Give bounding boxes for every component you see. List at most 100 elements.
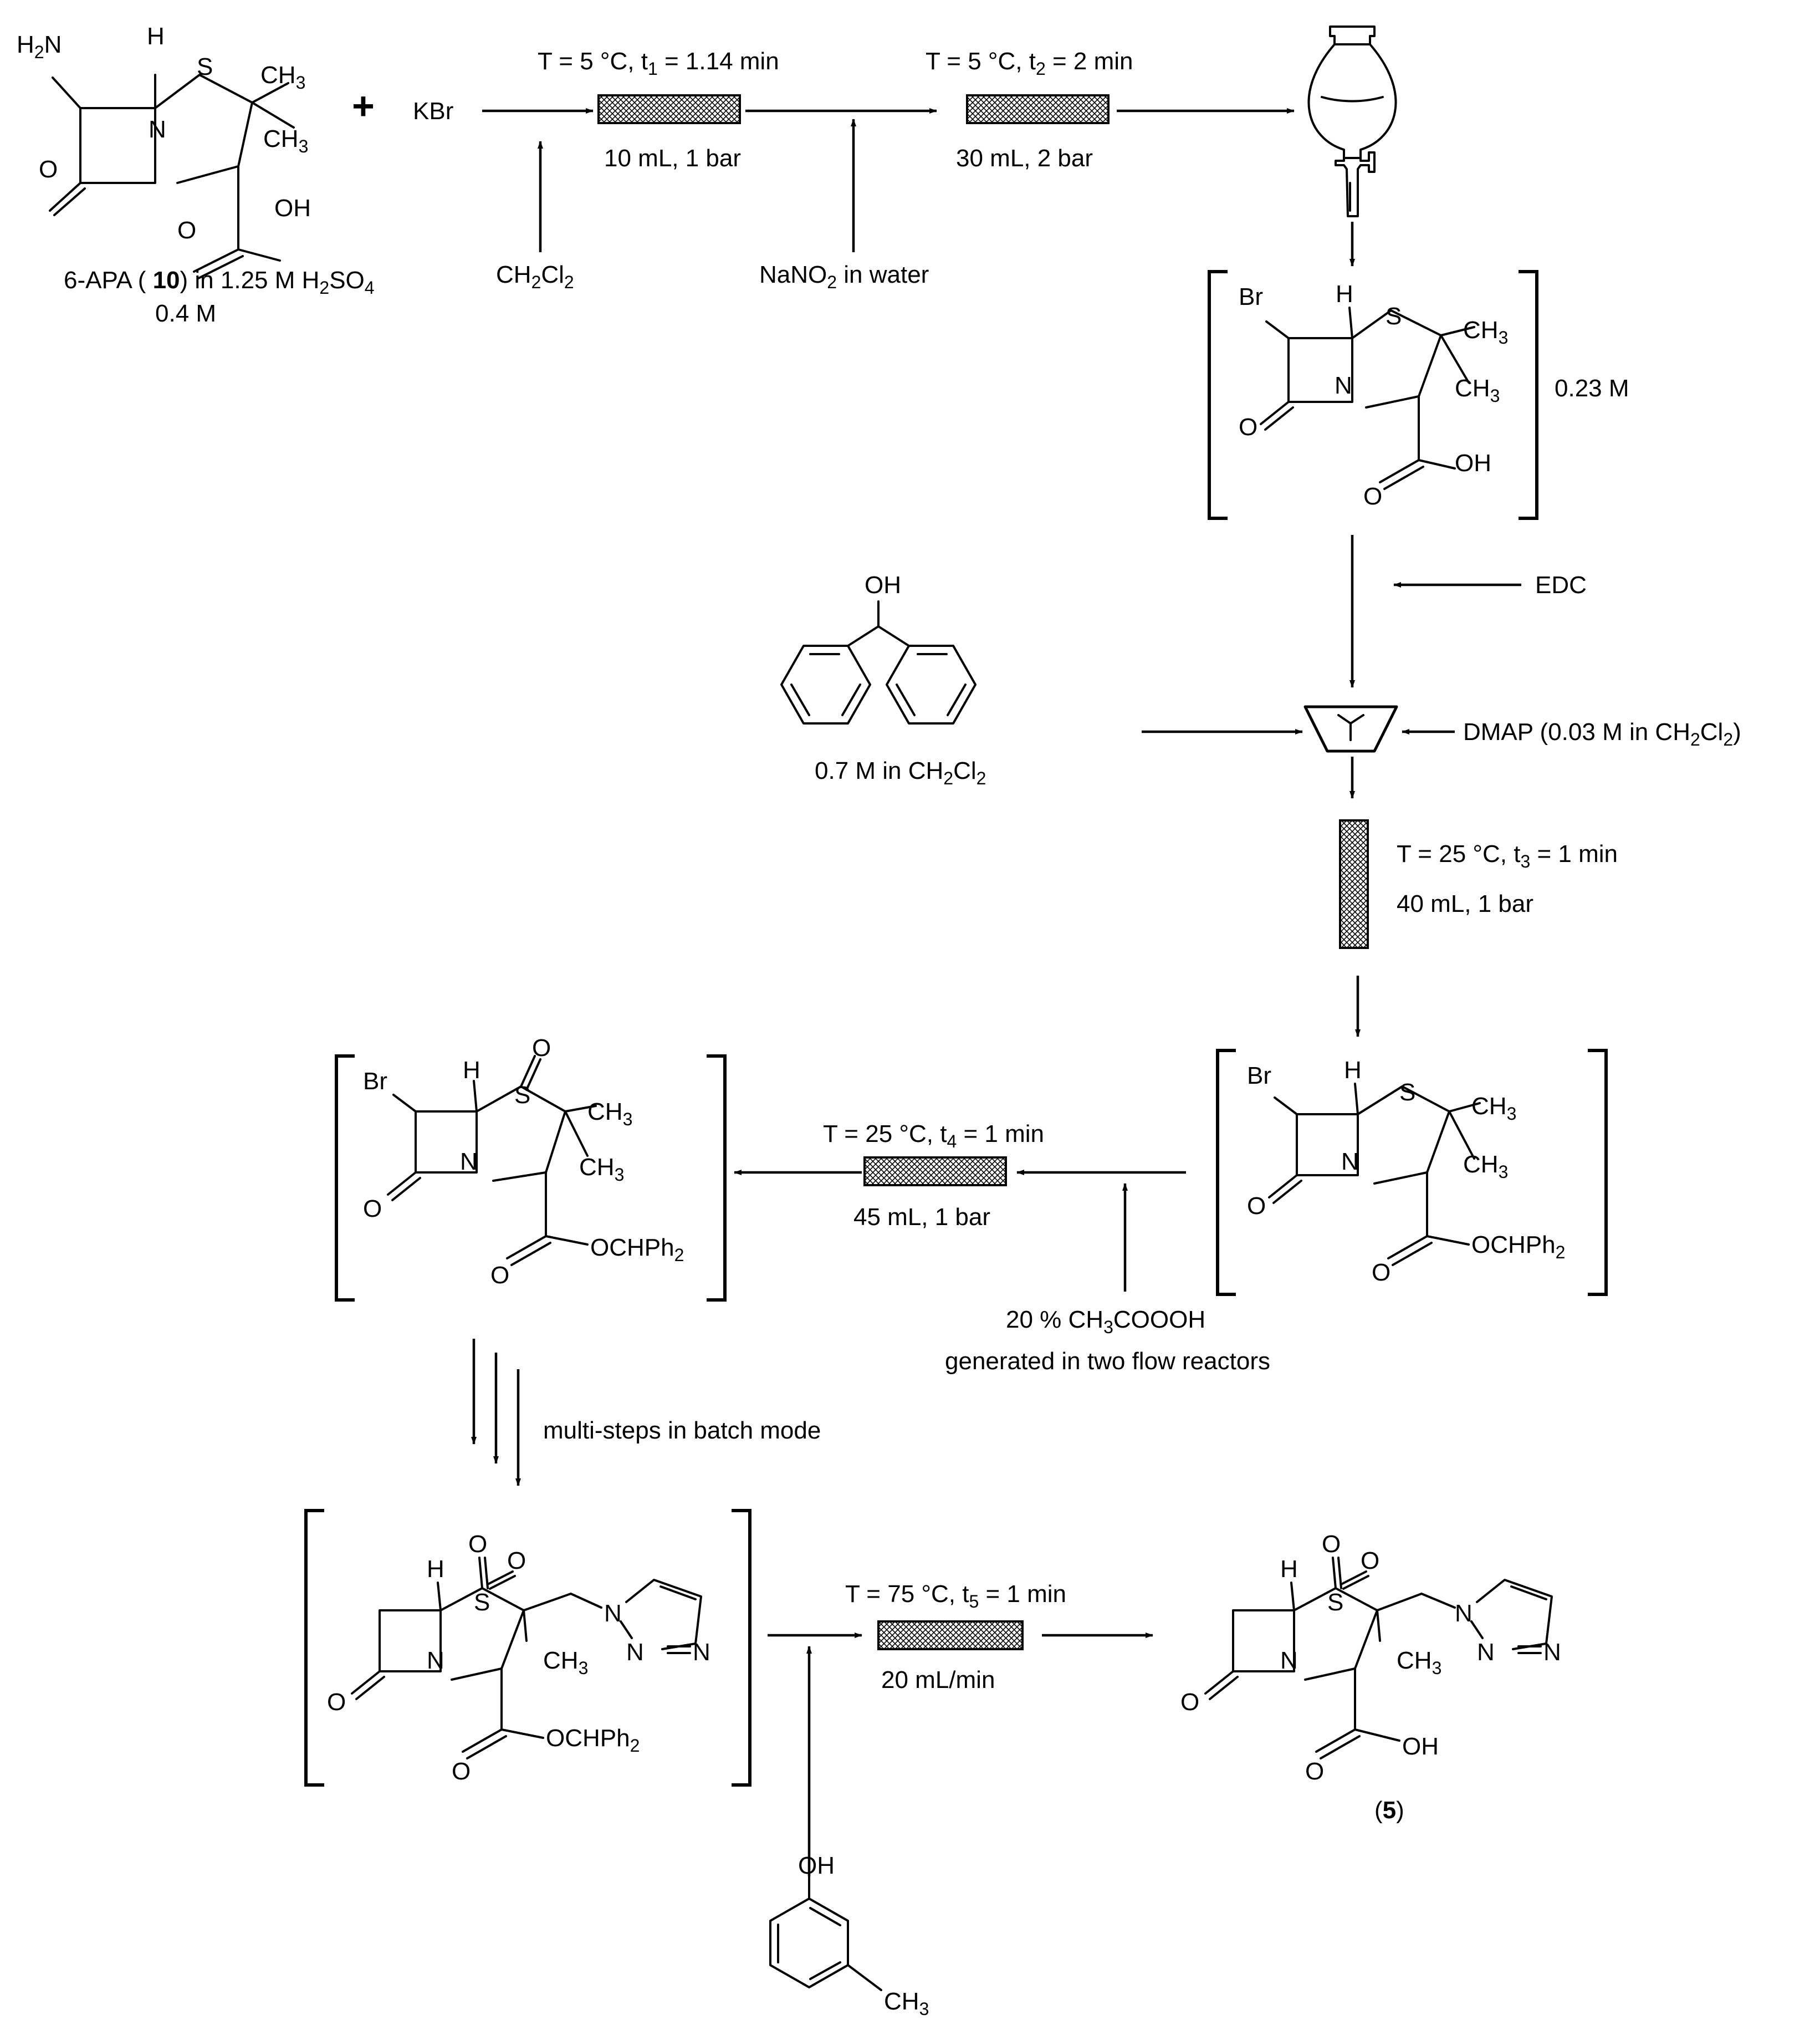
reactor-4: T = 25 °C, t4 = 1 min 45 mL, 1 bar <box>823 1120 1044 1231</box>
structure-product-5: H O O S N O CH3 N N N O OH (5) <box>1180 1531 1561 1824</box>
methyl: CH3 <box>1397 1647 1441 1678</box>
atom-n: N <box>427 1647 444 1674</box>
triazole-n3: N <box>1543 1639 1561 1666</box>
atom-s: S <box>1386 303 1402 330</box>
atom-o-ester: O <box>1372 1259 1390 1286</box>
plus-sign: + <box>352 84 375 127</box>
hydroxyl: OH <box>274 195 311 222</box>
peracid-note: generated in two flow reactors <box>945 1348 1270 1375</box>
atom-o-sulfoxide: O <box>532 1034 551 1062</box>
atom-o-sulfone-1: O <box>468 1531 487 1558</box>
atom-h: H <box>1336 280 1353 308</box>
atom-o-sulfone-1: O <box>1322 1531 1341 1558</box>
methyl-1: CH3 <box>1463 317 1508 348</box>
atom-n: N <box>149 116 166 143</box>
atom-o-sulfone-2: O <box>1361 1547 1379 1574</box>
atom-n: N <box>1341 1148 1359 1175</box>
atom-o: O <box>39 156 58 183</box>
atom-o-sulfone-2: O <box>507 1547 526 1574</box>
methyl-2: CH3 <box>1463 1151 1508 1182</box>
structure-m-cresol: OH CH3 <box>769 1852 929 2019</box>
reagent-edc: EDC <box>1535 572 1587 599</box>
hydroxyl: OH <box>1402 1733 1439 1760</box>
triazole-n3: N <box>693 1639 710 1666</box>
multistep-arrows <box>471 1339 521 1486</box>
atom-s: S <box>197 53 213 80</box>
atom-br: Br <box>1247 1062 1271 1089</box>
atom-s: S <box>1327 1589 1343 1616</box>
benzhydryl-ester: OCHPh2 <box>590 1234 684 1265</box>
benzhydryl-ester: OCHPh2 <box>546 1725 640 1756</box>
atom-n: N <box>460 1148 478 1175</box>
reactor-3-conditions: T = 25 °C, t3 = 1 min <box>1397 840 1618 871</box>
reactor-1: T = 5 °C, t1 = 1.14 min 10 mL, 1 bar <box>538 48 779 172</box>
reactor-5: T = 75 °C, t5 = 1 min 20 mL/min <box>845 1580 1066 1693</box>
multistep-label: multi-steps in batch mode <box>543 1417 821 1444</box>
atom-o-acid: O <box>1305 1758 1324 1785</box>
methyl-2: CH3 <box>263 125 308 156</box>
atom-o: O <box>1239 414 1257 441</box>
structure-sulfoxide: Br H S O N O CH3 CH3 O OCHPh2 <box>335 1034 727 1302</box>
reactor-5-volume: 20 mL/min <box>881 1666 995 1693</box>
benzhydrol-concentration: 0.7 M in CH2Cl2 <box>815 757 986 788</box>
reagent-peracid: 20 % CH3COOOH <box>1006 1306 1205 1337</box>
atom-h: H <box>463 1057 480 1084</box>
reactor-1-volume: 10 mL, 1 bar <box>604 145 741 172</box>
atom-h: H <box>1280 1555 1298 1583</box>
methyl-1: CH3 <box>587 1098 632 1129</box>
methyl-1: CH3 <box>1471 1093 1516 1124</box>
reagent-kbr: KBr <box>413 98 453 125</box>
triazole-n1: N <box>1455 1600 1473 1627</box>
y-mixer-icon <box>1303 705 1398 753</box>
hydroxyl: OH <box>1455 450 1491 477</box>
start-concentration: 0.4 M <box>155 300 216 327</box>
atom-s: S <box>474 1589 490 1616</box>
atom-o: O <box>1247 1192 1266 1220</box>
separatory-funnel-icon <box>1307 25 1397 217</box>
reagent-ch2cl2: CH2Cl2 <box>496 261 574 292</box>
reagent-dmap: DMAP (0.03 M in CH2Cl2) <box>1463 718 1741 749</box>
atom-o-acid: O <box>177 217 196 244</box>
reactor-4-conditions: T = 25 °C, t4 = 1 min <box>823 1120 1044 1151</box>
atom-o: O <box>327 1689 346 1716</box>
methyl: CH3 <box>884 1988 929 2019</box>
structure-6-apa: H2N H S N O CH3 CH3 O OH 6-APA ( 10) in … <box>17 23 375 327</box>
benzhydryl-ester: OCHPh2 <box>1471 1231 1565 1262</box>
bromo-acid-concentration: 0.23 M <box>1555 375 1629 402</box>
atom-h: H <box>147 23 165 50</box>
atom-h: H <box>427 1555 444 1583</box>
amine-group: H2N <box>17 31 62 62</box>
atom-br: Br <box>1239 283 1263 310</box>
atom-o-ester: O <box>490 1262 509 1289</box>
methyl-1: CH3 <box>260 62 305 93</box>
reactor-3: T = 25 °C, t3 = 1 min 40 mL, 1 bar <box>1339 819 1618 949</box>
structure-tazobactam-ester: H O O S N O CH3 N N N O OCHPh2 <box>304 1509 751 1787</box>
reactor-2: T = 5 °C, t2 = 2 min 30 mL, 2 bar <box>926 48 1133 172</box>
reactor-3-volume: 40 mL, 1 bar <box>1397 890 1533 917</box>
structure-bromo-acid: Br H S N O CH3 CH3 O OH <box>1208 270 1538 520</box>
atom-h: H <box>1344 1057 1362 1084</box>
product-label: (5) <box>1374 1797 1404 1824</box>
hydroxyl: OH <box>798 1852 835 1879</box>
atom-s: S <box>1399 1079 1415 1106</box>
methyl-2: CH3 <box>1455 375 1500 406</box>
triazole-n1: N <box>604 1600 622 1627</box>
structure-bromo-ester: Br H S N O CH3 CH3 O OCHPh2 <box>1216 1049 1608 1296</box>
triazole-n2: N <box>626 1639 644 1666</box>
structure-benzhydrol: OH 0.7 M in CH2Cl2 <box>780 572 986 788</box>
reactor-2-conditions: T = 5 °C, t2 = 2 min <box>926 48 1133 79</box>
atom-o: O <box>1180 1689 1199 1716</box>
start-label: 6-APA ( 10) in 1.25 M H2SO4 <box>64 267 375 298</box>
atom-s: S <box>514 1082 530 1109</box>
methyl-2: CH3 <box>579 1154 624 1185</box>
atom-o-acid: O <box>1363 483 1382 510</box>
triazole-n2: N <box>1477 1639 1495 1666</box>
reactor-4-volume: 45 mL, 1 bar <box>853 1203 990 1231</box>
atom-br: Br <box>363 1068 387 1095</box>
reactor-1-conditions: T = 5 °C, t1 = 1.14 min <box>538 48 779 79</box>
atom-n: N <box>1335 372 1352 399</box>
methyl: CH3 <box>543 1647 588 1678</box>
reagent-nano2: NaNO2 in water <box>759 261 929 292</box>
reactor-2-volume: 30 mL, 2 bar <box>956 145 1093 172</box>
